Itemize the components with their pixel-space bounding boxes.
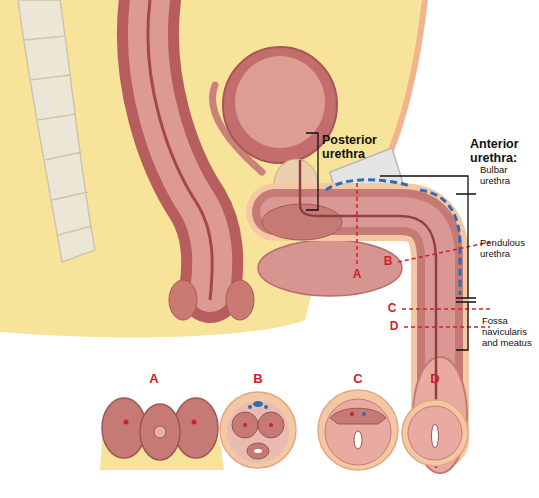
corpus-spongiosum [140,404,180,460]
cross-section-a [100,398,224,470]
rectum-mucosa [148,0,212,292]
vein-section [248,405,252,409]
vertebra-lines [24,36,92,235]
skin-section [220,392,296,468]
rectum-wall [148,0,212,292]
section-letter: A [142,372,166,387]
artery [269,423,273,427]
sphincter [226,280,254,320]
section-letter: A [347,268,367,282]
cross-section-b [220,392,296,468]
brackets [306,133,476,350]
sacrum-bone [18,0,95,262]
vein-section [264,405,268,409]
glans-section [408,406,462,460]
urethra-section [154,426,166,438]
rectum [148,0,254,320]
bracket [306,133,318,210]
region-heading: Anterior urethra: [470,137,538,166]
section-line [398,242,490,262]
segment-label: Bulbar urethra [480,165,535,187]
artery [350,412,354,416]
rectum-lumen [148,0,212,300]
section-lines [357,183,490,327]
dorsal-vein [326,180,410,190]
bracket [456,302,476,350]
bracket [456,194,476,298]
section-letter: C [382,302,402,316]
skin-section [402,400,468,466]
sphincter [169,280,197,320]
corpus-cavernosum [232,412,258,438]
section-line [356,183,358,266]
fascia-section [227,401,289,463]
dorsal-vein [420,190,460,295]
skin-line [385,0,425,165]
glans-section [325,399,391,465]
sacrum-outline [18,0,95,262]
section-letter: D [384,320,404,334]
section-letter: C [346,372,370,387]
scrotum [258,240,402,296]
artery [243,423,247,427]
section-line [402,308,490,310]
segment-label: Fossa navicularis and meatus [482,316,538,349]
artery [192,420,197,425]
blood-vessels [326,180,460,295]
bracket [380,176,468,194]
urethra-section [354,431,362,449]
region-heading: Posterior urethra [322,133,404,162]
section-letter: B [246,372,270,387]
vein-section [253,401,263,407]
section-letter: D [423,372,447,387]
corpus-cavernosum [330,408,386,424]
skin-section [318,390,398,470]
cross-section-d [402,400,468,466]
bladder-wall [223,47,337,163]
fat-tissue [0,0,425,337]
artery [124,420,129,425]
segment-label: Pendulous urethra [480,238,538,260]
section-line [404,326,490,328]
corpus-cavernosum [258,412,284,438]
cross-section-c [318,390,398,470]
corpus-cavernosum [174,398,218,458]
vein-section [362,412,366,416]
urethra-section [254,449,262,453]
meatus-section [432,424,439,448]
corpus-spongiosum [247,443,269,459]
bladder [223,47,337,163]
section-letter: B [378,255,398,269]
corpus-cavernosum [102,398,146,458]
bladder-lumen [235,56,325,148]
